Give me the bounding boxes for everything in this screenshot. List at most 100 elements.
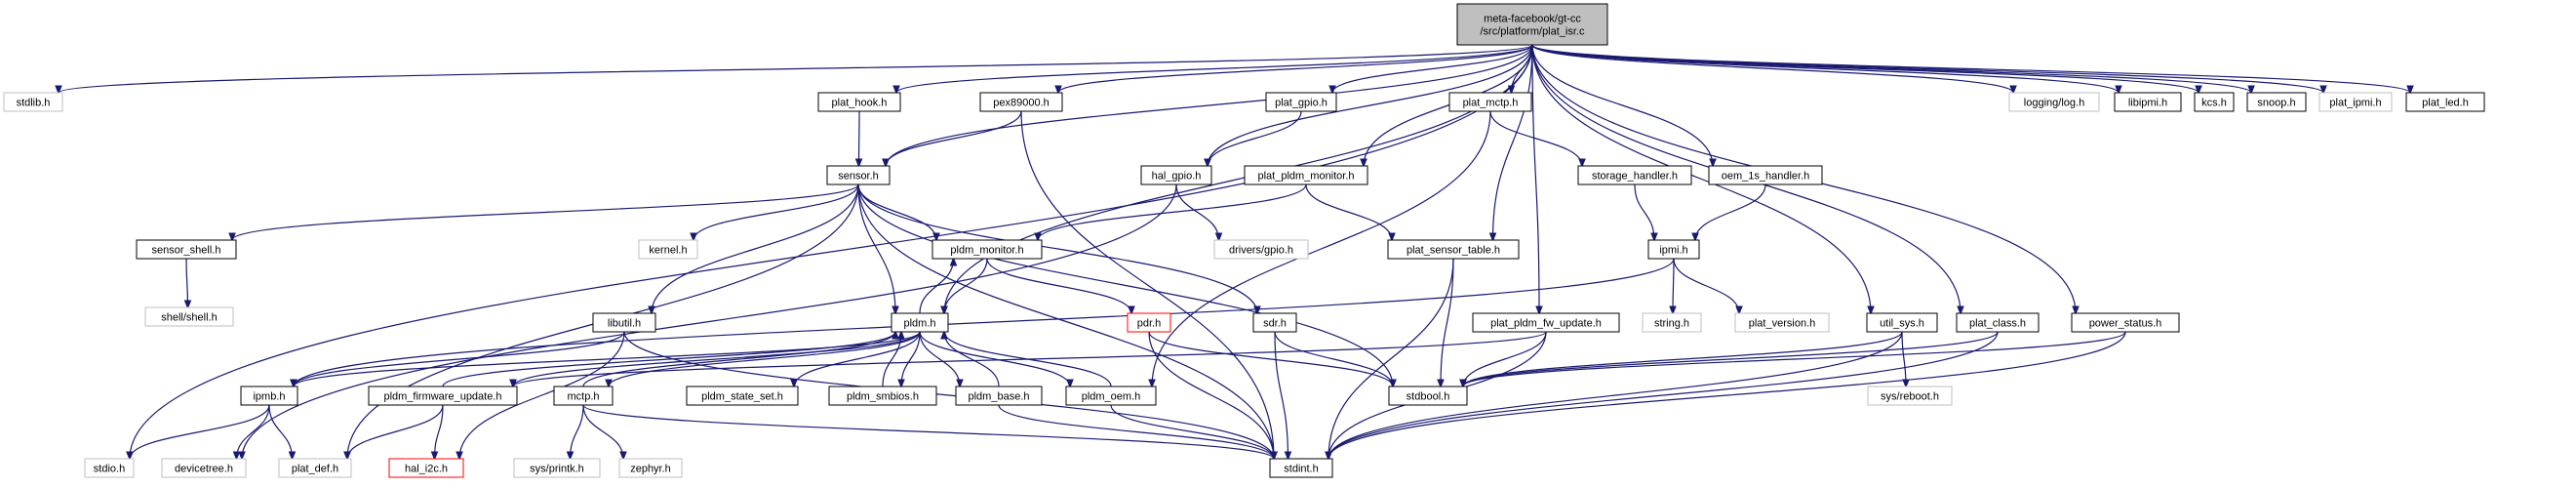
edge-sdr-to-stdint (1274, 331, 1288, 459)
node-pldm-smbios[interactable]: pldm_smbios.h (828, 386, 937, 406)
node-pldm-monitor[interactable]: pldm_monitor.h (931, 239, 1043, 260)
node-ipmi[interactable]: ipmi.h (1647, 239, 1700, 260)
node-box (1866, 312, 1938, 333)
node-ipmb[interactable]: ipmb.h (240, 386, 298, 406)
node-box (553, 386, 614, 406)
node-box (240, 386, 298, 406)
node-label: pex89000.h (993, 98, 1050, 109)
node-label: plat_sensor_table.h (1407, 245, 1500, 257)
edge-root-to-plat_ipmi (1531, 44, 2323, 93)
node-label: sys/printk.h (530, 464, 584, 475)
node-box (1065, 386, 1157, 406)
node-hal-gpio[interactable]: hal_gpio.h (1140, 165, 1212, 185)
node-snoop[interactable]: snoop.h (2246, 92, 2307, 112)
node-stdbool[interactable]: stdbool.h (1388, 386, 1468, 406)
node-mctp[interactable]: mctp.h (553, 386, 614, 406)
node-plat-ipmi[interactable]: plat_ipmi.h (2318, 92, 2393, 112)
edge-sensor-to-pldm_monitor (857, 183, 936, 240)
edge-pldm-to-pldm_base (919, 331, 960, 386)
node-sys-reboot[interactable]: sys/reboot.h (1867, 386, 1953, 406)
node-pdr[interactable]: pdr.h (1127, 312, 1171, 333)
node-plat-led[interactable]: plat_led.h (2405, 92, 2485, 112)
node-kernel[interactable]: kernel.h (638, 239, 698, 260)
node-devicetree[interactable]: devicetree.h (161, 458, 247, 478)
node-storage-handler[interactable]: storage_handler.h (1577, 165, 1692, 185)
node-label: power_status.h (2089, 318, 2162, 330)
node-pldm[interactable]: pldm.h (891, 312, 949, 333)
node-root[interactable]: meta-facebook/gt-cc/src/platform/plat_is… (1456, 3, 1608, 46)
node-logging[interactable]: logging/log.h (2008, 92, 2100, 112)
node-box (388, 458, 464, 478)
edge-plat_pldm_monitor-to-plat_sensor_table (1305, 183, 1392, 240)
node-kcs[interactable]: kcs.h (2194, 92, 2235, 112)
node-label: pldm_smbios.h (847, 391, 919, 403)
edge-root-to-oem_1s_handler (1531, 44, 1713, 166)
node-zephyr[interactable]: zephyr.h (618, 458, 683, 478)
node-stdint[interactable]: stdint.h (1269, 458, 1333, 478)
edge-pldm_monitor-to-pdr (986, 258, 1131, 313)
node-box (2194, 92, 2235, 112)
node-label: /src/platform/plat_isr.c (1481, 26, 1585, 38)
node-pldm-state-set[interactable]: pldm_state_set.h (686, 386, 799, 406)
node-libipmi[interactable]: libipmi.h (2114, 92, 2182, 112)
node-shell[interactable]: shell/shell.h (144, 306, 234, 327)
node-box (618, 458, 683, 478)
node-label: stdint.h (1284, 464, 1318, 475)
edge-pldm-to-pldm_oem (919, 331, 1070, 386)
node-sensor-shell[interactable]: sensor_shell.h (136, 239, 237, 260)
node-label: pdr.h (1137, 318, 1161, 330)
node-pldm-oem[interactable]: pldm_oem.h (1065, 386, 1157, 406)
node-label: hal_i2c.h (405, 464, 448, 475)
node-pldm-firmware-update[interactable]: pldm_firmware_update.h (368, 386, 518, 406)
node-sensor[interactable]: sensor.h (826, 165, 891, 185)
node-box (1734, 312, 1830, 333)
edge-plat_mctp-to-storage_handler (1489, 110, 1582, 166)
node-hal-i2c[interactable]: hal_i2c.h (388, 458, 464, 478)
node-box (368, 386, 518, 406)
edge-libutil-to-ipmb (294, 331, 625, 386)
node-label: hal_gpio.h (1152, 171, 1202, 183)
node-pex89000[interactable]: pex89000.h (979, 92, 1063, 112)
edge-root-to-plat_sensor_table (1493, 44, 1533, 240)
node-stdlib[interactable]: stdlib.h (3, 92, 63, 112)
node-libutil[interactable]: libutil.h (592, 312, 656, 333)
node-label: libipmi.h (2128, 98, 2167, 109)
node-plat-hook[interactable]: plat_hook.h (817, 92, 901, 112)
node-power-status[interactable]: power_status.h (2071, 312, 2180, 333)
node-plat-pldm-fw-update[interactable]: plat_pldm_fw_update.h (1472, 312, 1620, 333)
node-box (136, 239, 237, 260)
node-label: sensor.h (838, 171, 879, 183)
node-util-sys[interactable]: util_sys.h (1866, 312, 1938, 333)
node-sys-printk[interactable]: sys/printk.h (513, 458, 601, 478)
node-box (1956, 312, 2040, 333)
edge-layer (59, 44, 2410, 459)
edge-ipmi-to-plat_version (1673, 258, 1739, 313)
node-plat-pldm-monitor[interactable]: plat_pldm_monitor.h (1244, 165, 1368, 185)
node-label: plat_led.h (2422, 98, 2469, 109)
edge-root-to-plat_pldm_monitor (1364, 44, 1533, 166)
node-pldm-base[interactable]: pldm_base.h (955, 386, 1043, 406)
edge-pldm_oem-to-pldm (944, 332, 1112, 387)
node-label: plat_class.h (1969, 318, 2026, 330)
node-label: util_sys.h (1880, 318, 1924, 330)
node-stdio[interactable]: stdio.h (84, 458, 135, 478)
node-plat-gpio[interactable]: plat_gpio.h (1265, 92, 1337, 112)
node-label: ipmi.h (1659, 245, 1687, 257)
node-label: plat_version.h (1749, 318, 1816, 330)
node-label: stdbool.h (1407, 391, 1450, 403)
node-box (826, 165, 891, 185)
node-plat-mctp[interactable]: plat_mctp.h (1448, 92, 1532, 112)
node-plat-version[interactable]: plat_version.h (1734, 312, 1830, 333)
node-plat-def[interactable]: plat_def.h (278, 458, 352, 478)
node-plat-class[interactable]: plat_class.h (1956, 312, 2040, 333)
node-label: kernel.h (649, 245, 687, 257)
edge-sensor_shell-to-shell (186, 258, 188, 307)
node-oem-1s-handler[interactable]: oem_1s_handler.h (1708, 165, 1823, 185)
edge-util_sys-to-stdbool (1463, 331, 1903, 386)
edge-root-to-stdio (130, 44, 1533, 459)
node-plat-sensor-table[interactable]: plat_sensor_table.h (1387, 239, 1520, 260)
edge-pldm_base-to-pldm (944, 332, 1000, 387)
node-drivers-gpio[interactable]: drivers/gpio.h (1213, 239, 1309, 260)
node-string[interactable]: string.h (1642, 312, 1702, 333)
node-sdr[interactable]: sdr.h (1252, 312, 1297, 333)
